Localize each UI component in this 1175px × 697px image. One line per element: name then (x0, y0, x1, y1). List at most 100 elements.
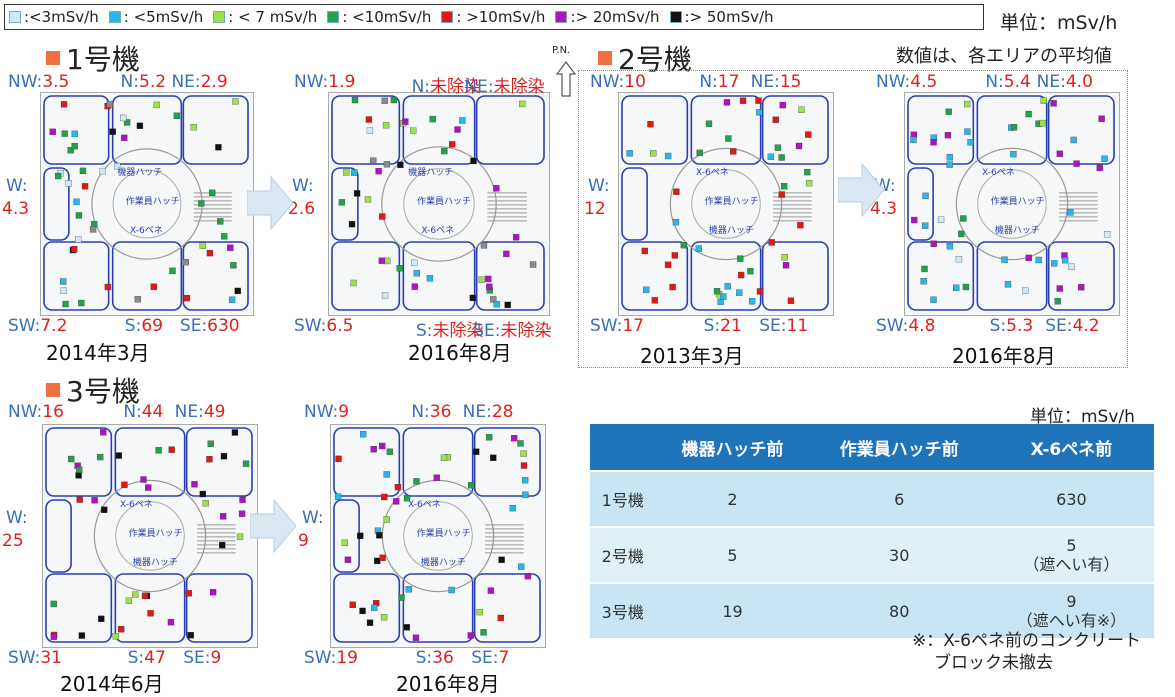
dose-point (366, 619, 374, 626)
area-zone (45, 427, 113, 497)
area-label-nw: NW:9 (304, 402, 350, 422)
hatch-label: 機器ハッチ (408, 166, 453, 178)
area-zone (475, 241, 545, 311)
dose-point (911, 216, 918, 224)
penetration-label: 機器ハッチ (709, 224, 754, 236)
dose-point (490, 454, 497, 461)
north-arrow-icon (556, 61, 576, 97)
drywell-ring (93, 479, 207, 593)
dose-point (1070, 136, 1077, 144)
dose-point (359, 607, 366, 615)
hatch-label: 作業員ハッチ (705, 195, 759, 207)
area-label-sw: SW:31 (8, 648, 62, 668)
dose-point (756, 109, 763, 116)
dose-point (755, 97, 762, 104)
dose-point (517, 440, 524, 447)
area-label-se: SE:4.2 (1045, 316, 1100, 336)
area-label-ne: NE:2.9 (171, 72, 228, 92)
dose-point (120, 114, 127, 122)
dose-point (215, 144, 222, 151)
dose-point (1096, 164, 1103, 172)
dose-point (1098, 115, 1105, 122)
area-label-nw: NW:3.5 (8, 72, 70, 92)
survey-date: 2016年8月 (396, 672, 500, 696)
dose-point (49, 128, 56, 135)
area-value-w: 4.3 (870, 198, 898, 219)
dose-point (1078, 284, 1085, 291)
dose-point (97, 453, 104, 461)
area-zone (1047, 95, 1115, 165)
dose-point (60, 287, 67, 294)
drywell-inner-ring (112, 169, 182, 239)
dose-point (348, 221, 356, 228)
dose-point (1068, 263, 1075, 270)
unit1-marker (46, 51, 60, 65)
dose-point (413, 478, 420, 485)
dose-point (104, 283, 112, 291)
dose-point (756, 288, 764, 295)
dose-point (736, 289, 743, 296)
dose-point (921, 222, 929, 229)
dose-point (650, 150, 657, 157)
area-label-w: W: (302, 508, 324, 529)
dose-point (136, 122, 144, 129)
dose-point (724, 283, 731, 290)
dose-point (75, 236, 82, 243)
dose-point (236, 533, 244, 540)
area-label-n: N:36 (411, 402, 452, 422)
dose-point (350, 279, 357, 287)
dose-point (768, 239, 775, 246)
dose-point (334, 493, 342, 500)
dose-point (730, 148, 737, 155)
area-zone (690, 95, 762, 165)
transition-arrow-icon (247, 175, 293, 231)
table-cell: 5（遮へい有） (988, 526, 1154, 583)
legend-swatch (108, 11, 121, 23)
dose-point (396, 265, 403, 272)
plant-north-label: P.N. (552, 45, 571, 56)
dose-point (61, 130, 68, 137)
dose-point (106, 101, 113, 108)
legend-label: :> 50mSv/h (684, 8, 774, 26)
dose-point (485, 275, 492, 283)
average-note: 数値は、各エリアの平均値 (896, 46, 1112, 67)
dose-point (937, 216, 945, 223)
dose-point (403, 494, 411, 502)
area-label-se: SE:9 (183, 648, 222, 668)
dose-point (202, 500, 209, 507)
area-label-nw: NW:16 (8, 402, 64, 422)
legend-swatch (555, 11, 568, 23)
dose-point (338, 199, 346, 206)
dose-map-u3b: X-6ペネ作業員ハッチ機器ハッチ (330, 424, 546, 648)
dose-point (737, 271, 745, 279)
dose-point (78, 632, 86, 639)
area-zone (114, 573, 186, 643)
dose-point (641, 247, 649, 255)
dose-point (190, 124, 197, 131)
dose-point (664, 261, 672, 268)
table-cell: 1号機 (590, 470, 656, 527)
dose-point (524, 573, 531, 580)
dose-point (946, 161, 953, 168)
table-header-cell (590, 424, 656, 471)
dose-point (774, 144, 782, 151)
dose-point (651, 297, 658, 304)
dose-point (441, 147, 448, 155)
dose-point (1061, 256, 1069, 264)
dose-point (78, 299, 85, 307)
area-zone (331, 167, 359, 241)
dose-point (209, 189, 216, 197)
area-value-w: 2.6 (288, 198, 316, 219)
dose-point (944, 131, 952, 139)
dose-point (922, 192, 929, 200)
dose-point (351, 169, 358, 176)
dose-point (504, 301, 511, 309)
dose-point (519, 100, 526, 108)
dose-point (379, 442, 386, 450)
hatch-label: 作業員ハッチ (417, 527, 471, 539)
dose-table: 機器ハッチ前 作業員ハッチ前 X-6ペネ前 1号機 2 6 630 2号機 5 … (590, 424, 1154, 638)
area-zone (473, 427, 541, 497)
area-zone (1047, 241, 1115, 311)
transition-arrow-icon (838, 162, 884, 218)
dose-point (1054, 298, 1061, 305)
